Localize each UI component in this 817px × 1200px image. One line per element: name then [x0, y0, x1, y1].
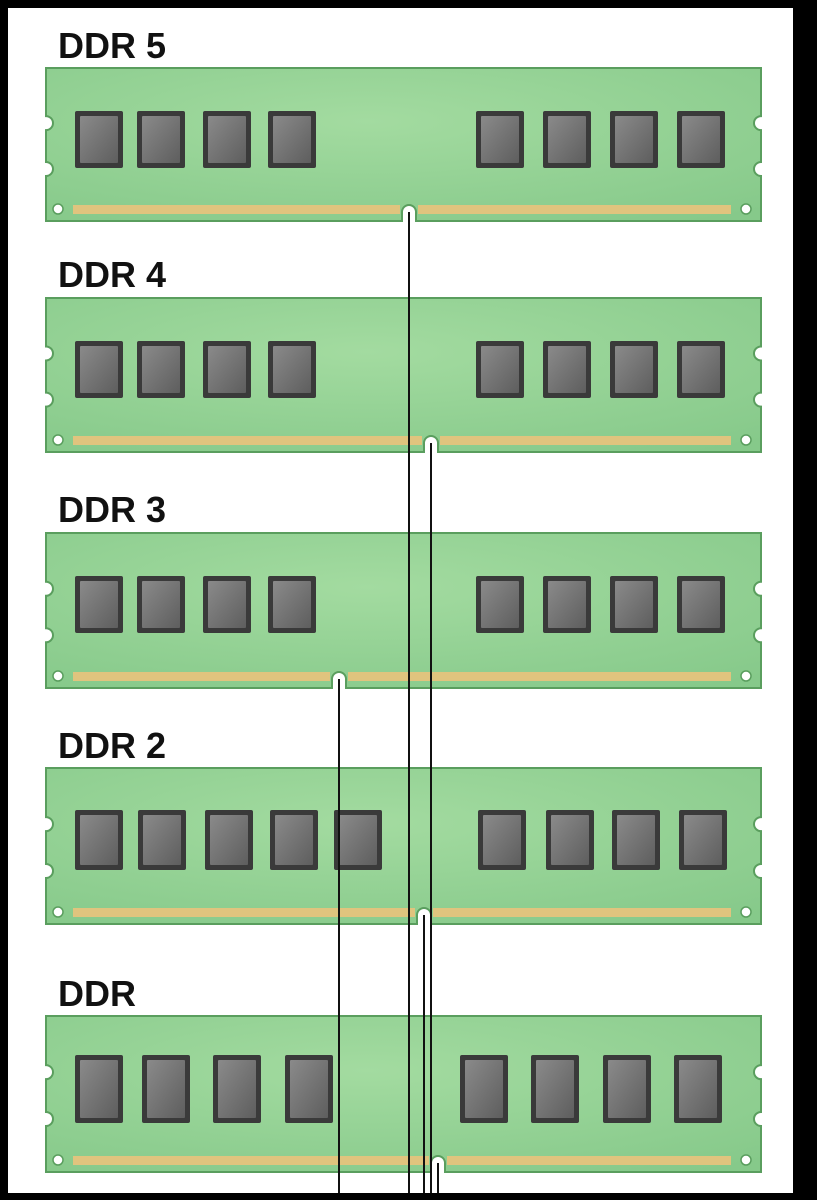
gold-contacts-right — [433, 908, 731, 917]
mounting-hole — [740, 203, 752, 215]
memory-chip-face — [615, 116, 653, 163]
memory-chip-face — [290, 1060, 328, 1118]
memory-chip-face — [208, 116, 246, 163]
mounting-hole — [52, 906, 64, 918]
mounting-hole — [740, 670, 752, 682]
memory-chip-face — [273, 346, 311, 393]
memory-chip-face — [208, 581, 246, 628]
memory-chip-face — [615, 346, 653, 393]
memory-chip-face — [536, 1060, 574, 1118]
memory-chip-face — [142, 581, 180, 628]
gold-contacts-left — [73, 436, 422, 445]
module-label: DDR 4 — [58, 254, 166, 295]
ram-module-2: DDR 4 — [45, 254, 762, 453]
module-label: DDR — [58, 973, 136, 1014]
ram-module-4: DDR 2 — [45, 725, 762, 925]
memory-chip-face — [273, 581, 311, 628]
memory-chip-face — [80, 346, 118, 393]
memory-chip-face — [548, 346, 586, 393]
memory-chip-face — [147, 1060, 185, 1118]
pcb-board — [45, 297, 762, 453]
memory-chip-face — [80, 815, 118, 865]
memory-chip-face — [142, 346, 180, 393]
memory-chip-face — [142, 116, 180, 163]
memory-chip-face — [682, 581, 720, 628]
mounting-hole — [740, 906, 752, 918]
mounting-hole — [740, 1154, 752, 1166]
memory-chip-face — [608, 1060, 646, 1118]
memory-chip-face — [682, 346, 720, 393]
memory-chip-face — [273, 116, 311, 163]
pcb-board — [45, 767, 762, 925]
memory-chip-face — [615, 581, 653, 628]
ram-module-3: DDR 3 — [45, 489, 762, 689]
gold-contacts-right — [418, 205, 731, 214]
module-label: DDR 3 — [58, 489, 166, 530]
gold-contacts-right — [348, 672, 731, 681]
mounting-hole — [52, 203, 64, 215]
pcb-board — [45, 67, 762, 222]
memory-chip-face — [548, 581, 586, 628]
memory-chip-face — [679, 1060, 717, 1118]
mounting-hole — [52, 1154, 64, 1166]
memory-chip-face — [80, 116, 118, 163]
memory-chip-face — [551, 815, 589, 865]
memory-chip-face — [143, 815, 181, 865]
gold-contacts-left — [73, 205, 400, 214]
gold-contacts-left — [73, 1156, 429, 1165]
memory-chip-face — [465, 1060, 503, 1118]
mounting-hole — [740, 434, 752, 446]
gold-contacts-left — [73, 672, 330, 681]
pcb-board — [45, 532, 762, 689]
memory-chip-face — [548, 116, 586, 163]
memory-chip-face — [481, 116, 519, 163]
memory-chip-face — [339, 815, 377, 865]
memory-chip-face — [208, 346, 246, 393]
memory-chip-face — [483, 815, 521, 865]
module-label: DDR 5 — [58, 25, 166, 66]
memory-chip-face — [682, 116, 720, 163]
memory-chip-face — [481, 346, 519, 393]
memory-chip-face — [210, 815, 248, 865]
memory-chip-face — [481, 581, 519, 628]
memory-chip-face — [80, 1060, 118, 1118]
memory-chip-face — [275, 815, 313, 865]
gold-contacts-right — [440, 436, 731, 445]
memory-chip-face — [80, 581, 118, 628]
memory-chip-face — [218, 1060, 256, 1118]
mounting-hole — [52, 670, 64, 682]
gold-contacts-right — [447, 1156, 731, 1165]
ram-module-5: DDR — [45, 973, 762, 1173]
mounting-hole — [52, 434, 64, 446]
module-label: DDR 2 — [58, 725, 166, 766]
memory-chip-face — [617, 815, 655, 865]
ram-module-1: DDR 5 — [45, 25, 762, 222]
gold-contacts-left — [73, 908, 415, 917]
memory-chip-face — [684, 815, 722, 865]
